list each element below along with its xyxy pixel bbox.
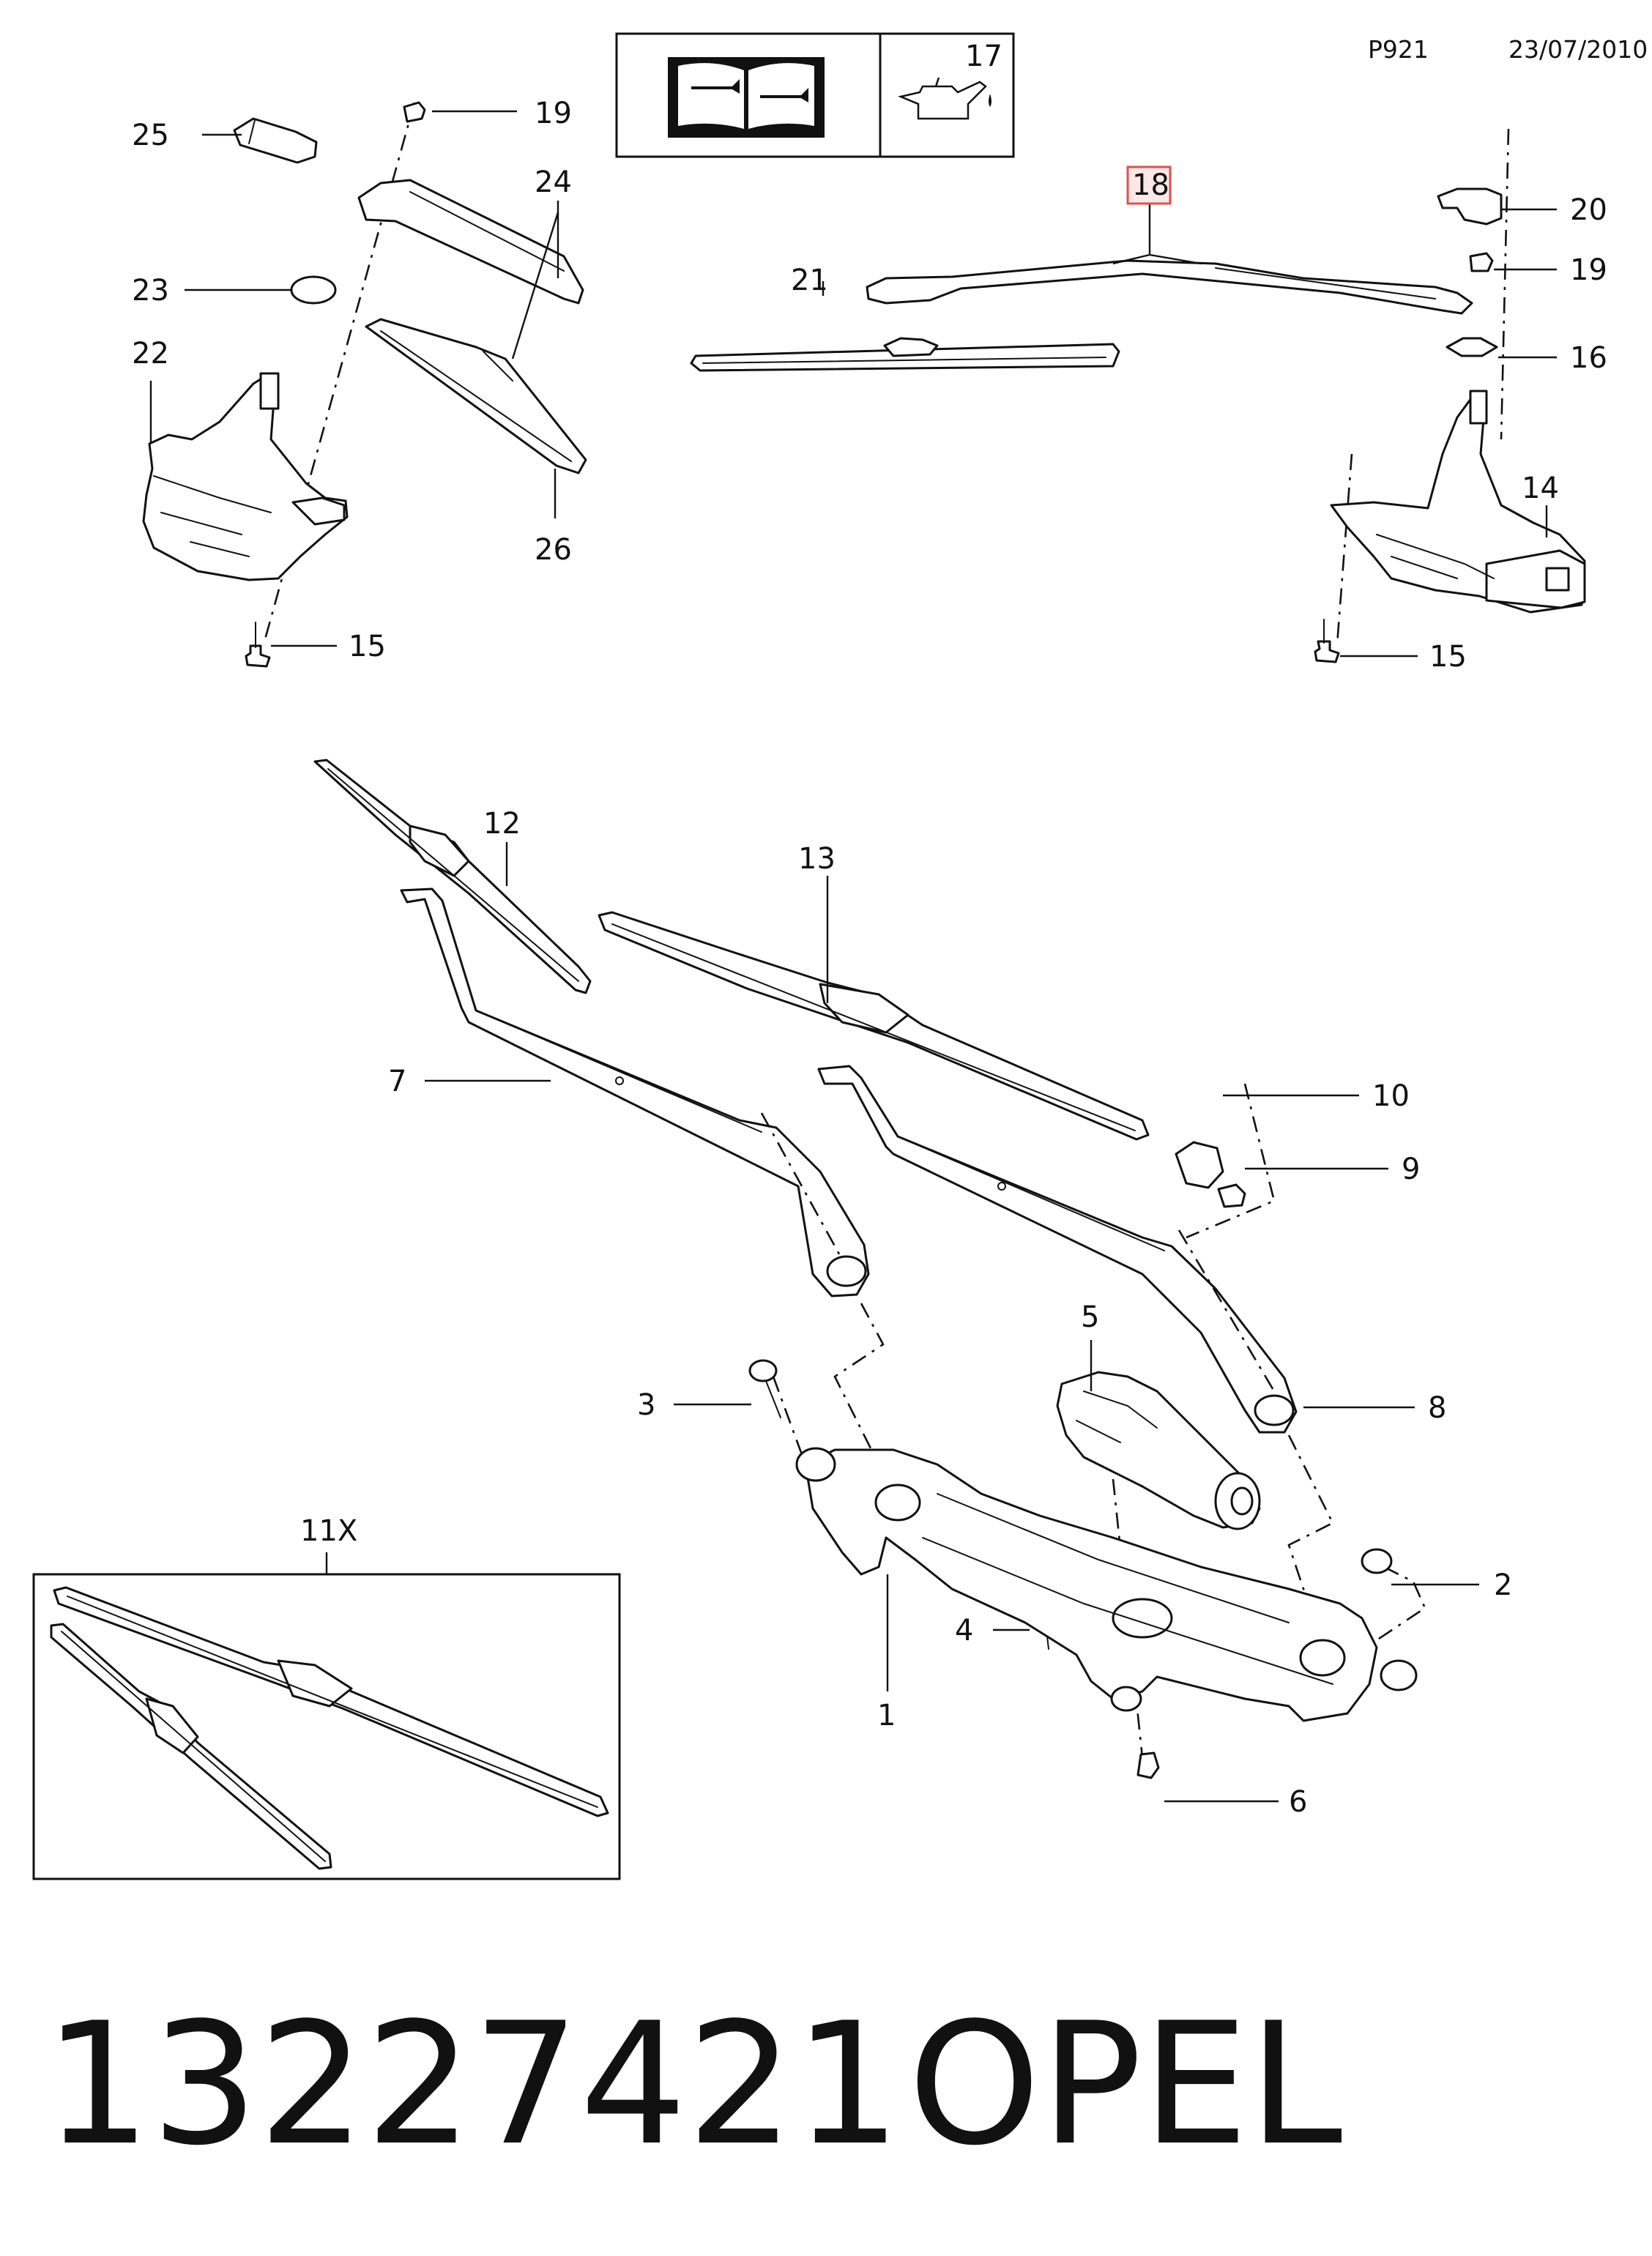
rear-wiper-motor-part (142, 375, 349, 581)
callout-18: 18 (1132, 168, 1169, 202)
washer-part (1361, 1548, 1393, 1574)
callout-9: 9 (1402, 1153, 1420, 1186)
nut-part (403, 101, 426, 123)
screw-part (748, 1359, 778, 1382)
arm-cap-part (1175, 1141, 1224, 1189)
front-wiper-arm-part (400, 887, 870, 1298)
arm-cap-part (233, 117, 318, 164)
part-number: 13227421 (44, 1987, 901, 2183)
brand-name: OPEL (908, 1987, 1342, 2183)
callout-19: 19 (1570, 253, 1607, 287)
rear-wiper-arm-part (866, 259, 1473, 315)
oil-can-icon (897, 77, 991, 120)
callout-8: 8 (1428, 1391, 1446, 1425)
callout-18-highlight (1126, 165, 1172, 205)
callout-7: 7 (388, 1065, 406, 1098)
callout-25: 25 (132, 119, 169, 152)
grommet-part (290, 275, 337, 305)
callout-13: 13 (798, 842, 836, 876)
bolt-part (245, 644, 271, 668)
front-wiper-arm-part (817, 1065, 1298, 1434)
page-code: P921 (1368, 35, 1429, 64)
callout-19: 19 (535, 97, 572, 130)
callout-15: 15 (349, 630, 386, 663)
rear-wiper-arm-part (357, 179, 584, 305)
callout-14: 14 (1522, 472, 1559, 505)
rear-wiper-group-left (142, 101, 587, 668)
arm-cap-part (1437, 187, 1503, 226)
callout-16: 16 (1570, 341, 1607, 375)
rear-wiper-group-right (690, 128, 1586, 663)
callout-24: 24 (535, 165, 572, 199)
callout-5: 5 (1081, 1300, 1099, 1334)
callout-4: 4 (955, 1614, 973, 1648)
bolt-part (1314, 640, 1340, 663)
manual-box: 17 (615, 32, 1015, 158)
wiper-linkage-frame-part (804, 1448, 1378, 1722)
wiper-blade-kit-box (32, 1552, 621, 1880)
grommet-part (1446, 337, 1498, 357)
callout-11x: 11X (300, 1514, 357, 1548)
callout-21: 21 (791, 264, 828, 297)
front-wiper-blade-part (313, 759, 592, 994)
rear-wiper-blade-part (690, 343, 1120, 372)
leader-lines (149, 110, 1557, 1803)
callout-6: 6 (1289, 1785, 1307, 1819)
callout-1: 1 (877, 1699, 896, 1732)
date-stamp: 23/07/2010 (1508, 35, 1648, 64)
bolt-part (1136, 1751, 1160, 1779)
nut-part (1217, 1183, 1246, 1208)
callout-22: 22 (132, 337, 169, 371)
nut-part (1469, 252, 1494, 272)
callout-2: 2 (1494, 1568, 1512, 1602)
callout-26: 26 (535, 533, 572, 567)
callout-23: 23 (132, 274, 169, 308)
callout-12: 12 (483, 807, 521, 841)
front-wiper-group (313, 759, 1426, 1779)
callout-20: 20 (1570, 193, 1607, 227)
callout-17: 17 (965, 40, 1002, 73)
front-wiper-blade-part (50, 1623, 332, 1870)
callout-10: 10 (1372, 1079, 1410, 1113)
callout-labels: 25 19 24 23 22 26 15 21 18 20 19 16 14 1… (132, 97, 1607, 1819)
callout-3: 3 (637, 1388, 655, 1422)
repair-manual-icon (668, 57, 825, 138)
callout-15: 15 (1429, 640, 1467, 674)
